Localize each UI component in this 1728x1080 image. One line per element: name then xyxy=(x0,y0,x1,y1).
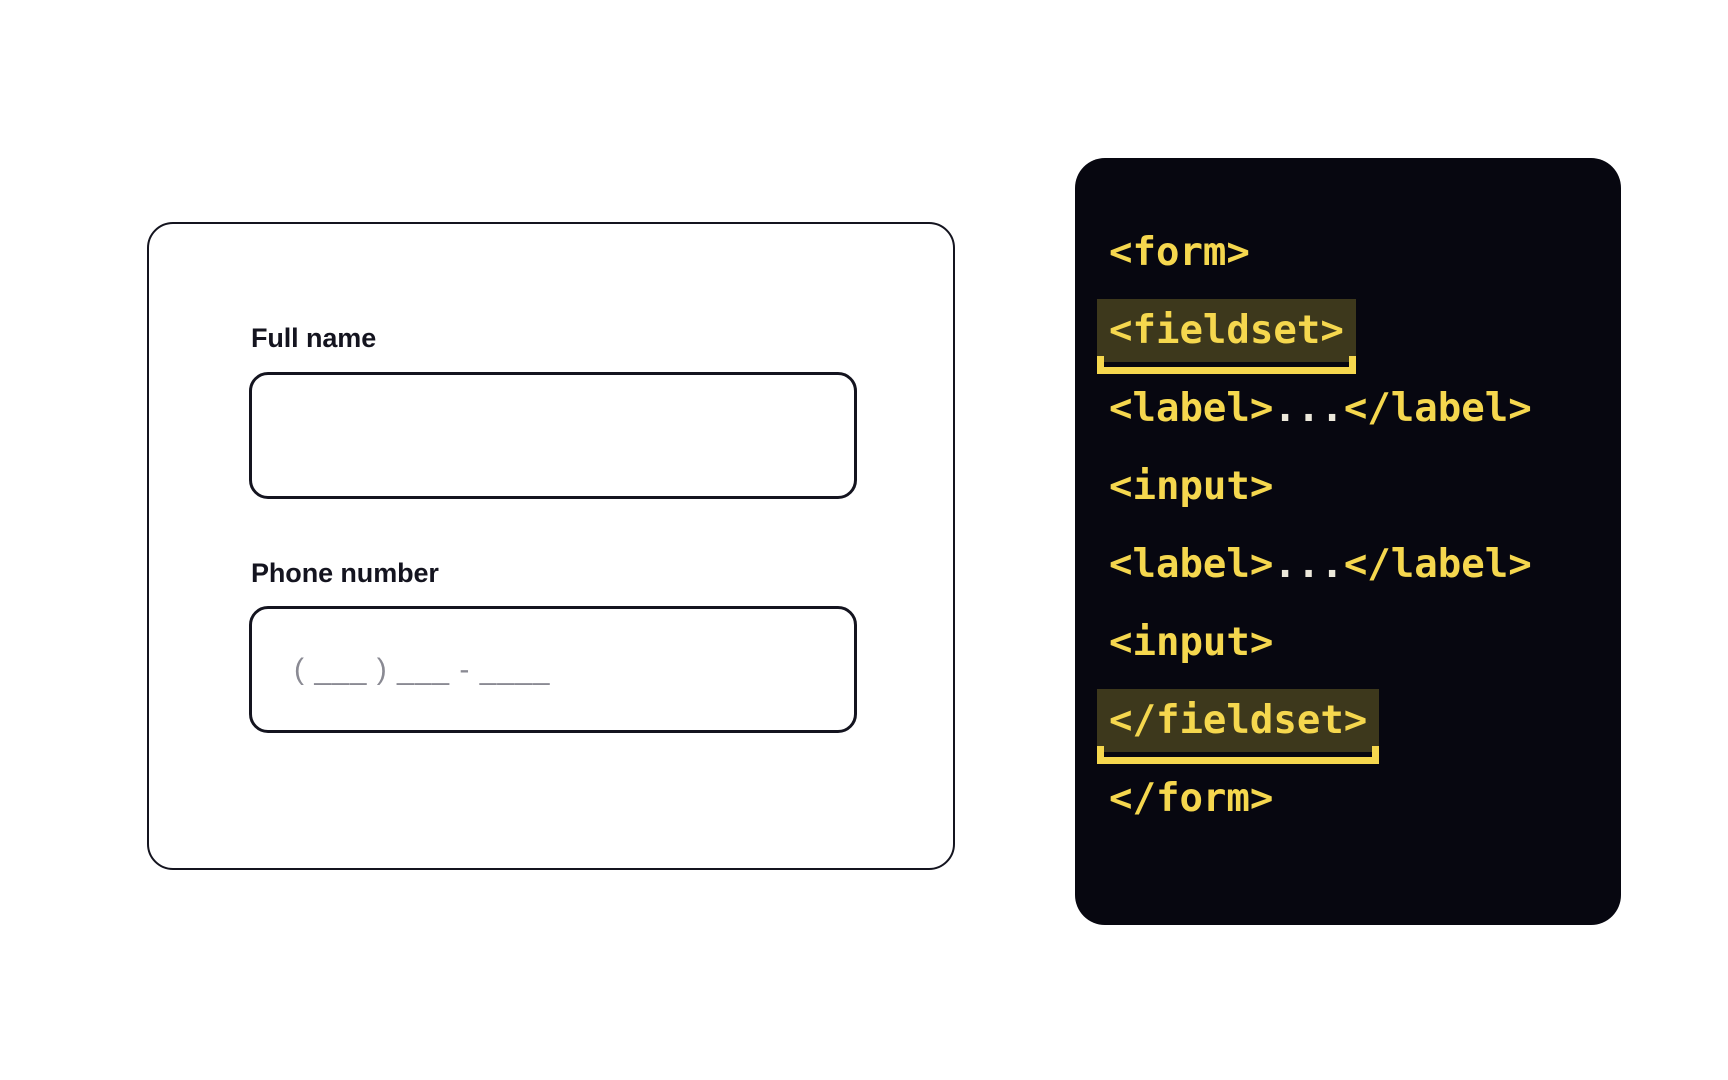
code-ellipsis: ... xyxy=(1273,541,1344,587)
code-open-tag: <label> xyxy=(1109,541,1274,587)
phone-number-label: Phone number xyxy=(251,557,439,588)
phone-number-input[interactable]: ( ___ ) ___ - ____ xyxy=(249,606,857,734)
code-line: <label>...</label> xyxy=(1075,525,1621,603)
code-line-text: </fieldset> xyxy=(1097,688,1380,764)
code-snippet-panel: <form><fieldset><label>...</label><input… xyxy=(1075,158,1621,925)
field-group-phone-number: Phone number ( ___ ) ___ - ____ xyxy=(249,557,857,734)
code-line-text: <fieldset> xyxy=(1097,298,1356,374)
form-preview-card: Full name Phone number ( ___ ) ___ - ___… xyxy=(147,222,955,870)
code-line-text: <input> xyxy=(1097,611,1285,674)
code-ellipsis: ... xyxy=(1273,385,1344,431)
code-line-text: <label>...</label> xyxy=(1097,533,1544,596)
code-line: <form> xyxy=(1075,213,1621,291)
code-line: </fieldset> xyxy=(1075,681,1621,764)
code-open-tag: <label> xyxy=(1109,385,1274,431)
code-line-text: <form> xyxy=(1097,221,1262,284)
full-name-input[interactable] xyxy=(249,371,857,499)
code-open-tag: </fieldset> xyxy=(1109,697,1368,743)
code-open-tag: <input> xyxy=(1109,619,1274,665)
code-line-list: <form><fieldset><label>...</label><input… xyxy=(1075,213,1621,837)
code-open-tag: </form> xyxy=(1109,775,1274,821)
code-line-text: <label>...</label> xyxy=(1097,377,1544,440)
full-name-label: Full name xyxy=(251,323,377,353)
code-close-tag: </label> xyxy=(1343,541,1532,587)
code-open-tag: <input> xyxy=(1109,463,1274,509)
code-line-text: <input> xyxy=(1097,455,1285,518)
form-fields: Full name Phone number ( ___ ) ___ - ___… xyxy=(249,323,857,734)
code-line: </form> xyxy=(1075,759,1621,837)
code-open-tag: <fieldset> xyxy=(1109,307,1344,353)
phone-number-placeholder: ( ___ ) ___ - ____ xyxy=(294,652,551,686)
code-close-tag: </label> xyxy=(1343,385,1532,431)
code-line: <input> xyxy=(1075,447,1621,525)
code-line: <label>...</label> xyxy=(1075,369,1621,447)
code-line-text: </form> xyxy=(1097,767,1285,830)
code-open-tag: <form> xyxy=(1109,229,1250,275)
code-line: <input> xyxy=(1075,603,1621,681)
code-line: <fieldset> xyxy=(1075,291,1621,374)
field-group-full-name: Full name xyxy=(249,323,857,499)
